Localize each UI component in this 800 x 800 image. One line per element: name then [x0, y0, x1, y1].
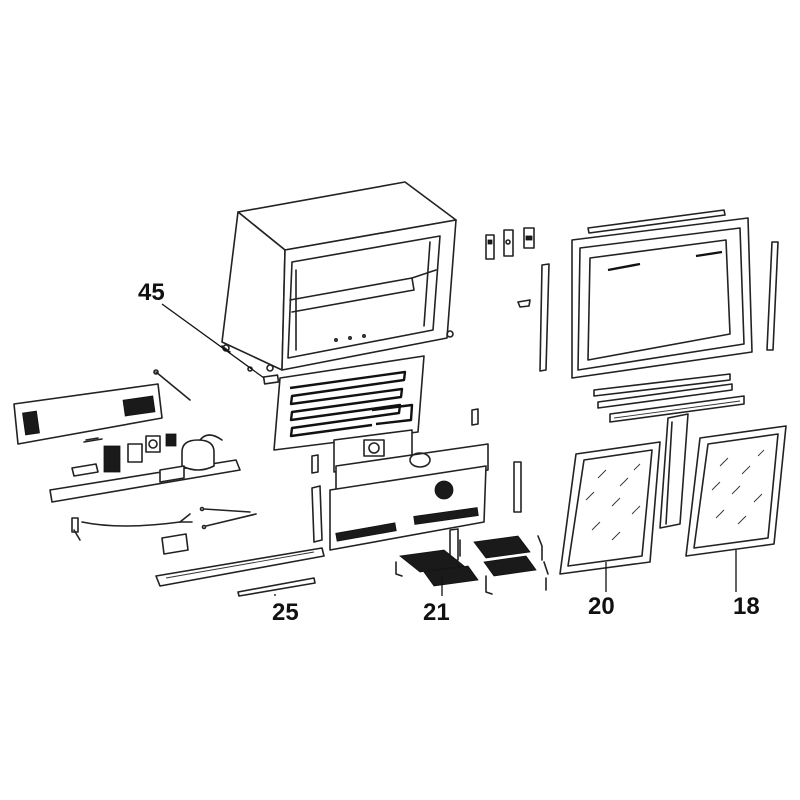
leader-lines — [161, 303, 737, 596]
callout-18: 18 — [733, 593, 760, 620]
wiring-harness — [71, 506, 257, 555]
callout-20: 20 — [588, 593, 615, 620]
led-light-bar — [155, 547, 325, 597]
fan-shroud — [329, 429, 489, 551]
glass-door-right — [685, 425, 787, 557]
center-mullion — [659, 413, 689, 529]
evaporator-coil — [273, 355, 425, 451]
cabinet-body — [221, 181, 457, 372]
side-rails — [311, 408, 522, 562]
door-switch-brackets — [485, 227, 535, 308]
callout-45: 45 — [138, 279, 165, 306]
rear-panel — [13, 369, 191, 445]
compressor-assembly — [49, 433, 241, 503]
door-frame — [539, 209, 779, 423]
air-filter-grilles — [395, 535, 549, 595]
glass-door-left — [559, 441, 661, 575]
callout-25: 25 — [272, 599, 299, 626]
callout-21: 21 — [423, 599, 450, 626]
